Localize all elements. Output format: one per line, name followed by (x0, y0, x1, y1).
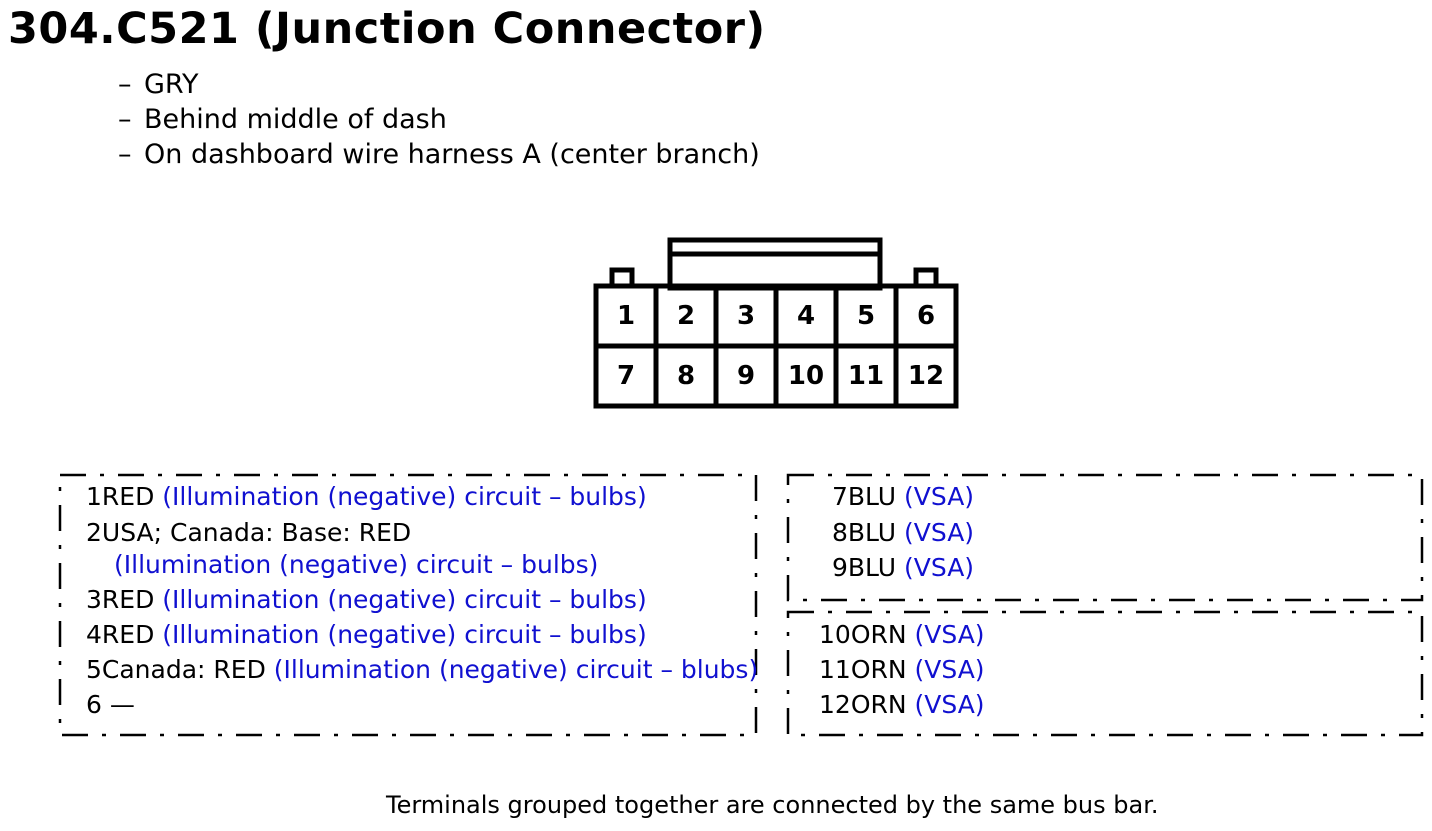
pin-label: 12 (907, 361, 945, 391)
note-location: Behind middle of dash (144, 104, 447, 135)
circuit-desc: (VSA) (914, 690, 985, 719)
pin-number: 5 (86, 655, 102, 684)
group-border-right-bottom (786, 610, 1424, 737)
wire-color: RED (101, 482, 155, 511)
wire-color: ORN (850, 690, 907, 719)
page-title: 304.C521 (Junction Connector) (8, 4, 766, 54)
circuit-desc: (Illumination (negative) circuit – bulbs… (114, 550, 599, 579)
pin-label: 1 (616, 301, 636, 331)
note-item: –On dashboard wire harness A (center bra… (118, 137, 760, 172)
pin-number: 11 (819, 655, 851, 684)
group-border-left (58, 473, 758, 737)
pin-number: 1 (86, 482, 102, 511)
right-tab (913, 267, 939, 286)
connector-notes: –GRY –Behind middle of dash –On dashboar… (118, 67, 760, 172)
pin-number: 6 (86, 690, 102, 719)
wire-color: ORN (850, 620, 907, 649)
wire-color: BLU (847, 553, 897, 582)
circuit-desc: (VSA) (914, 620, 985, 649)
pin-row: 10ORN (VSA) (819, 620, 985, 650)
pin-number: 4 (86, 620, 102, 649)
pin-number: 2 (86, 518, 102, 547)
pin-row: 3RED (Illumination (negative) circuit – … (86, 585, 647, 615)
circuit-desc: (VSA) (904, 553, 975, 582)
pin-label: 3 (736, 301, 756, 331)
circuit-desc: (VSA) (914, 655, 985, 684)
pin-label: 11 (847, 361, 885, 391)
pin-row: 7BLU (VSA) (832, 482, 974, 512)
pin-label: 8 (676, 361, 696, 391)
pin-row: 2USA; Canada: Base: RED (86, 518, 411, 548)
note-dash: – (118, 139, 132, 170)
pin-row: 4RED (Illumination (negative) circuit – … (86, 620, 647, 650)
connector-face: 1 2 3 4 5 6 7 8 9 10 11 12 (590, 236, 960, 416)
circuit-desc: (Illumination (negative) circuit – bulbs… (162, 620, 647, 649)
pin-label: 10 (787, 361, 825, 391)
pin-number: 12 (819, 690, 851, 719)
wire-color: BLU (847, 482, 897, 511)
pin-row: 8BLU (VSA) (832, 518, 974, 548)
circuit-desc: (Illumination (negative) circuit – bulbs… (162, 482, 647, 511)
circuit-desc: (VSA) (904, 482, 975, 511)
pin-number: 7 (832, 482, 848, 511)
note-item: –GRY (118, 67, 760, 102)
note-dash: – (118, 104, 132, 135)
pin-number: 8 (832, 518, 848, 547)
pin-row: 11ORN (VSA) (819, 655, 985, 685)
note-harness: On dashboard wire harness A (center bran… (144, 139, 760, 170)
pin-row: 5Canada: RED (Illumination (negative) ci… (86, 655, 758, 685)
note-dash: – (118, 69, 132, 100)
wire-color: Canada: RED (101, 655, 266, 684)
group-border-right-top (786, 473, 1424, 602)
pin-row-continuation: (Illumination (negative) circuit – bulbs… (114, 550, 598, 580)
pin-label: 6 (916, 301, 936, 331)
wire-color: ORN (850, 655, 907, 684)
pin-row: 6 — (86, 690, 135, 720)
pin-row: 1RED (Illumination (negative) circuit – … (86, 482, 647, 512)
pin-label: 2 (676, 301, 696, 331)
pin-row: 12ORN (VSA) (819, 690, 985, 720)
note-item: –Behind middle of dash (118, 102, 760, 137)
pin-label: 9 (736, 361, 756, 391)
pin-number: 3 (86, 585, 102, 614)
pin-number: 10 (819, 620, 851, 649)
wire-color: RED (101, 585, 155, 614)
pin-number: 9 (832, 553, 848, 582)
circuit-desc: (Illumination (negative) circuit – blubs… (273, 655, 759, 684)
wire-color: USA; Canada: Base: RED (101, 518, 412, 547)
left-tab (609, 267, 635, 286)
bus-bar-note: Terminals grouped together are connected… (386, 791, 1159, 819)
wire-color: BLU (847, 518, 897, 547)
pin-label: 7 (616, 361, 636, 391)
circuit-desc: (VSA) (904, 518, 975, 547)
pin-label: 4 (796, 301, 816, 331)
pin-label: 5 (856, 301, 876, 331)
wire-color: — (109, 690, 135, 719)
note-color: GRY (144, 69, 199, 100)
circuit-desc: (Illumination (negative) circuit – bulbs… (162, 585, 647, 614)
connector-outline (593, 237, 959, 409)
pin-row: 9BLU (VSA) (832, 553, 974, 583)
wire-color: RED (101, 620, 155, 649)
